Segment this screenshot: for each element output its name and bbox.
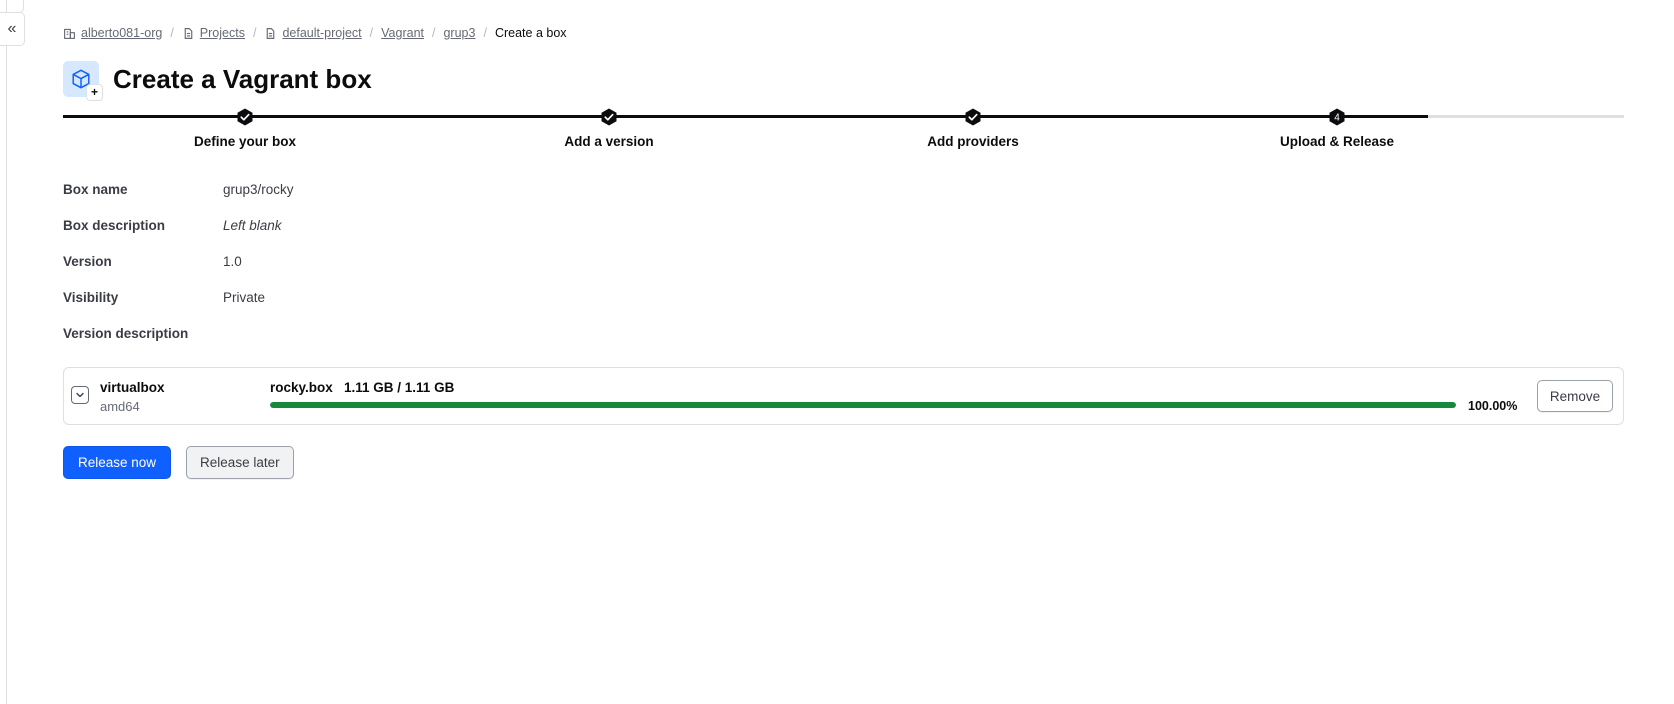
breadcrumb-separator: /	[170, 26, 174, 40]
stepper-track-complete	[63, 115, 1428, 118]
upload-progress-percent: 100.00%	[1468, 399, 1518, 413]
detail-row-box-description: Box description Left blank	[63, 218, 294, 254]
breadcrumb-item-vagrant: Vagrant	[381, 26, 424, 40]
step-define-box: Define your box	[95, 108, 395, 149]
step-complete-check-icon	[237, 108, 253, 126]
progress-stepper: Define your box Add a version Add provid…	[63, 108, 1624, 153]
detail-label: Version	[63, 254, 112, 269]
breadcrumb-link-vagrant[interactable]: Vagrant	[381, 26, 424, 40]
breadcrumb-link-projects[interactable]: Projects	[199, 26, 245, 40]
detail-label: Visibility	[63, 290, 119, 305]
breadcrumb-separator: /	[369, 26, 374, 40]
detail-row-version: Version 1.0	[63, 254, 294, 290]
upload-file-name: rocky.box	[270, 380, 333, 395]
file-icon	[267, 27, 275, 39]
breadcrumb-separator: /	[483, 26, 487, 40]
step-add-providers: Add providers	[823, 108, 1123, 149]
upload-file-size: 1.11 GB / 1.11 GB	[344, 380, 455, 395]
breadcrumb: alberto081-org / Projects / default-proj…	[63, 26, 567, 40]
expand-provider-button[interactable]	[71, 386, 89, 404]
step-complete-check-icon	[965, 108, 981, 126]
chevron-down-icon	[76, 392, 84, 398]
breadcrumb-item-org: alberto081-org	[63, 26, 162, 40]
detail-label: Box name	[63, 182, 128, 197]
release-now-button[interactable]: Release now	[63, 446, 172, 479]
breadcrumb-item-projects: Projects	[182, 26, 245, 40]
detail-row-visibility: Visibility Private	[63, 290, 294, 326]
add-badge-icon: +	[86, 84, 103, 101]
detail-value: Private	[223, 290, 266, 305]
breadcrumb-separator: /	[252, 26, 257, 40]
breadcrumb-link-grup3[interactable]: grup3	[443, 26, 476, 40]
box-details: Box name grup3/rocky Box description Lef…	[63, 182, 294, 362]
step-add-version: Add a version	[459, 108, 759, 149]
step-number-marker: 4	[1329, 108, 1345, 126]
detail-value: grup3/rocky	[223, 182, 294, 197]
provider-architecture: amd64	[100, 399, 140, 414]
remove-provider-button[interactable]: Remove	[1537, 380, 1613, 412]
sidebar-collapse-button[interactable]: «	[0, 12, 25, 46]
upload-progress-fill	[270, 402, 1456, 408]
step-label: Add providers	[927, 134, 1019, 149]
page-title: Create a Vagrant box	[113, 63, 372, 94]
page-header: + Create a Vagrant box	[63, 61, 372, 101]
step-label: Add a version	[564, 134, 654, 149]
provider-upload-card: virtualbox amd64 rocky.box 1.11 GB / 1.1…	[63, 367, 1624, 425]
detail-value: Left blank	[223, 218, 282, 233]
upload-progress-bar	[270, 402, 1456, 408]
box-icon: +	[63, 61, 103, 101]
detail-row-box-name: Box name grup3/rocky	[63, 182, 294, 218]
step-label: Upload & Release	[1279, 134, 1395, 149]
release-later-button[interactable]: Release later	[186, 446, 294, 479]
detail-value: 1.0	[223, 254, 242, 269]
breadcrumb-item-grup3: grup3	[443, 26, 475, 40]
step-upload-release: 4 Upload & Release	[1187, 108, 1487, 149]
detail-row-version-description: Version description	[63, 326, 294, 362]
detail-label: Version description	[63, 326, 189, 341]
stepper-track-remaining	[1428, 115, 1624, 118]
step-label: Define your box	[193, 134, 296, 149]
org-icon	[64, 28, 75, 39]
breadcrumb-separator: /	[432, 26, 436, 40]
step-complete-check-icon	[601, 108, 617, 126]
breadcrumb-item-default-project: default-project	[264, 26, 362, 40]
release-actions: Release now Release later	[63, 446, 294, 479]
breadcrumb-link-default-project[interactable]: default-project	[282, 26, 362, 40]
detail-label: Box description	[63, 218, 166, 233]
step-number: 4	[1334, 113, 1340, 124]
breadcrumb-link-org[interactable]: alberto081-org	[81, 26, 163, 40]
breadcrumb-current: Create a box	[494, 26, 567, 40]
file-icon	[184, 27, 193, 39]
sidebar-rail	[0, 0, 7, 704]
provider-name: virtualbox	[100, 380, 165, 395]
